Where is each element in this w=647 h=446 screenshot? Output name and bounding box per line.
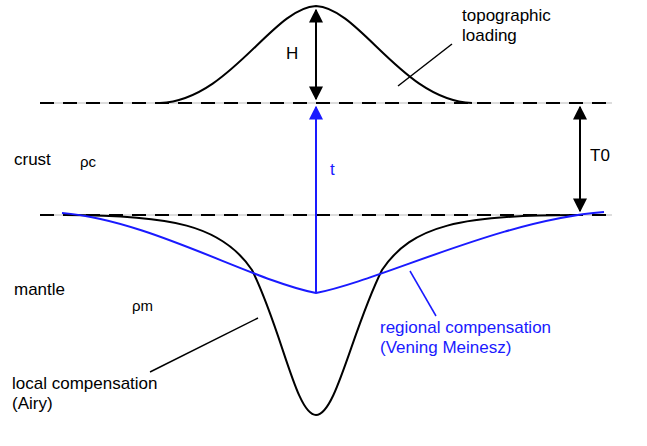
- leader-line: [398, 44, 452, 86]
- layer-label: mantle: [14, 280, 65, 300]
- topography-curve: [160, 6, 472, 103]
- thickness-label: T0: [590, 146, 610, 166]
- regional-root: [62, 212, 604, 293]
- callout-label: topographic loading: [462, 6, 582, 46]
- height-label: H: [286, 44, 298, 64]
- leader-line: [150, 318, 258, 372]
- leader-line: [410, 271, 436, 316]
- density-label: ρc: [80, 152, 96, 172]
- density-label: ρm: [132, 296, 153, 316]
- thickness-label: t: [330, 160, 335, 180]
- callout-label: local compensation (Airy): [12, 374, 182, 414]
- callout-label: regional compensation (Vening Meinesz): [380, 318, 610, 358]
- layer-label: crust: [14, 150, 51, 170]
- t-arrow: [315, 107, 317, 293]
- thickness-arrow: [579, 107, 581, 211]
- surface-dashed: [40, 102, 612, 104]
- height-arrow: [315, 10, 317, 99]
- surface-line: [40, 103, 612, 104]
